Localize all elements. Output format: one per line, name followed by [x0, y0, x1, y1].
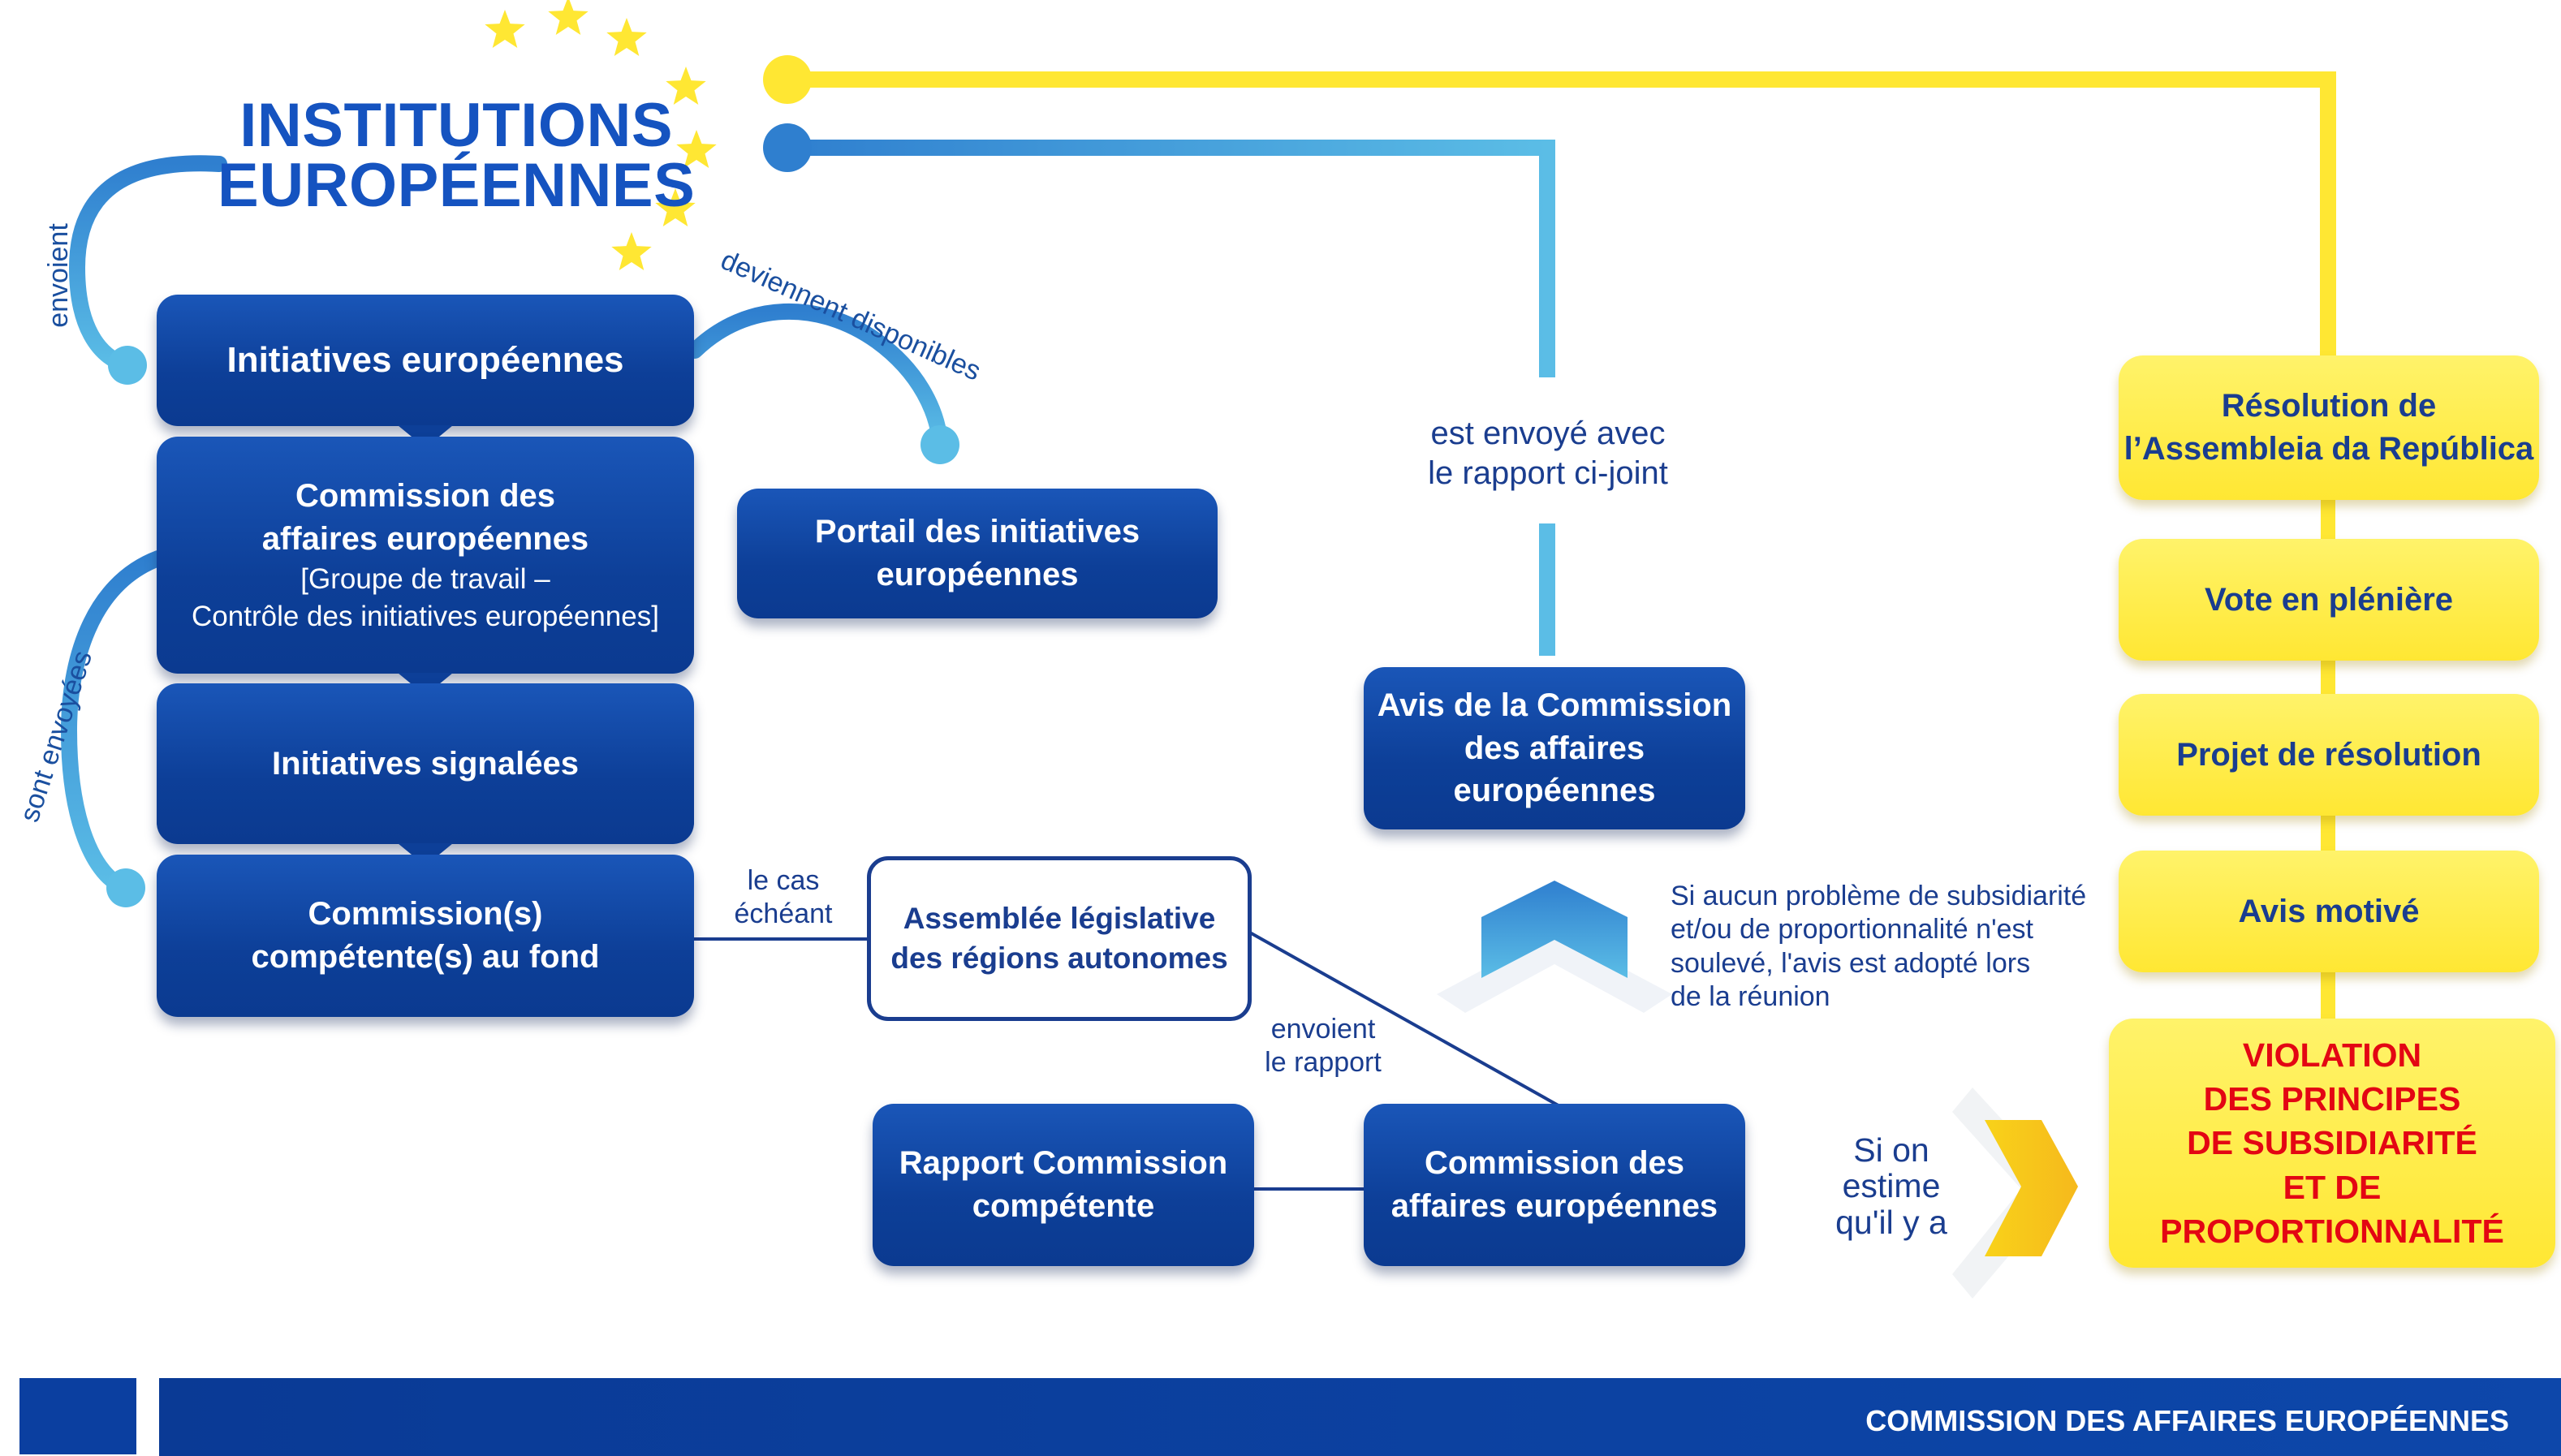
eu-star-icon	[548, 0, 589, 35]
commission-line1: Commission des	[1424, 1145, 1685, 1182]
le-cas-echeant-label: le cas échéant	[714, 864, 852, 932]
envoient-arc-dot	[108, 346, 147, 385]
si-aucun-line3: soulevé, l'avis est adopté lors	[1671, 947, 2031, 979]
portail-initiatives-box: Portail des initiatives européennes	[737, 489, 1218, 618]
sont-envoyees-arc	[60, 550, 166, 896]
assemblee-line2: des régions autonomes	[890, 941, 1228, 975]
portail-line1: Portail des initiatives	[814, 514, 1140, 550]
violation-line2: DES PRINCIPES	[2203, 1080, 2461, 1118]
commission-groupe-line1: Commission des	[295, 478, 556, 515]
eu-flag-icon	[19, 1378, 136, 1454]
commissions-competentes-box: Commission(s) compétente(s) au fond	[157, 855, 694, 1017]
resolution-line1: Résolution de	[2221, 388, 2437, 424]
up-chevron-icon	[1437, 881, 1672, 1013]
avis-commission-box: Avis de la Commission des affaires europ…	[1364, 667, 1745, 829]
portail-line2: européennes	[876, 557, 1079, 592]
commission-groupe-line4: Contrôle des initiatives européennes]	[192, 600, 659, 632]
assemblee-line1: Assemblée législative	[903, 901, 1216, 935]
rapport-commission-box: Rapport Commission compétente	[873, 1104, 1254, 1266]
initiatives-label: Initiatives européennes	[226, 339, 624, 380]
commission-groupe-box: Commission des affaires européennes [Gro…	[157, 437, 694, 674]
page-title: INSTITUTIONS EUROPÉENNES	[218, 91, 696, 221]
envoient-label: envoient	[42, 223, 74, 328]
envoient-rapport-label: envoient le rapport	[1246, 1013, 1400, 1080]
si-aucun-line1: Si aucun problème de subsidiarité	[1671, 881, 2087, 911]
thin-connectors	[694, 930, 1563, 1191]
eu-star-icon	[676, 130, 717, 168]
footer-bar: COMMISSION DES AFFAIRES EUROPÉENNES	[159, 1378, 2561, 1456]
rapport-line1: Rapport Commission	[899, 1145, 1228, 1182]
violation-line3: DE SUBSIDIARITÉ	[2187, 1124, 2477, 1162]
commission-line2: affaires européennes	[1390, 1188, 1718, 1224]
avis-motive-label: Avis motivé	[2238, 893, 2420, 929]
avis-commission-line1: Avis de la Commission	[1377, 687, 1732, 723]
violation-line1: VIOLATION	[2242, 1036, 2422, 1075]
eu-star-icon	[611, 232, 652, 270]
vote-label: Vote en plénière	[2204, 581, 2453, 618]
eu-star-icon	[485, 10, 525, 48]
projet-label: Projet de résolution	[2176, 736, 2481, 773]
est-envoye-label: est envoyé avec le rapport ci-joint	[1390, 414, 1706, 493]
est-envoye-line2: le rapport ci-joint	[1428, 454, 1668, 491]
si-on-label: Si on estime qu'il y a	[1818, 1132, 1964, 1240]
envoient-rapport-line2: le rapport	[1265, 1047, 1382, 1079]
est-envoye-line1: est envoyé avec	[1430, 416, 1666, 451]
competentes-line2: compétente(s) au fond	[251, 939, 600, 975]
eu-stars-icon	[485, 0, 717, 270]
resolution-box: Résolution de l’Assembleia da República	[2119, 355, 2539, 500]
title-line2: EUROPÉENNES	[218, 151, 696, 221]
blue-connector	[763, 123, 1555, 656]
footer-text: COMMISSION DES AFFAIRES EUROPÉENNES	[1865, 1404, 2509, 1437]
envoient-rapport-line1: envoient	[1270, 1014, 1376, 1045]
avis-motive-box: Avis motivé	[2119, 851, 2539, 972]
eu-star-icon	[606, 18, 647, 56]
deviennent-arc	[687, 303, 948, 450]
resolution-line2: l’Assembleia da República	[2123, 431, 2534, 467]
vote-pleniere-box: Vote en plénière	[2119, 539, 2539, 661]
initiatives-europeennes-box: Initiatives européennes	[157, 295, 694, 426]
envoient-arc	[68, 155, 227, 373]
rapport-line2: compétente	[972, 1188, 1155, 1224]
violation-line4: ET DE PROPORTIONNALITÉ	[2160, 1168, 2504, 1250]
si-on-line1: Si on	[1853, 1131, 1929, 1169]
le-cas-line1: le cas	[747, 865, 820, 896]
signalees-label: Initiatives signalées	[272, 745, 579, 782]
eu-star-icon	[655, 188, 696, 226]
violation-box: VIOLATION DES PRINCIPES DE SUBSIDIARITÉ …	[2109, 1019, 2555, 1268]
le-cas-line2: échéant	[734, 898, 833, 930]
projet-resolution-box: Projet de résolution	[2119, 694, 2539, 816]
commission-affaires-box: Commission des affaires européennes	[1364, 1104, 1745, 1266]
commission-groupe-line2: affaires européennes	[261, 520, 589, 557]
yellow-connector	[763, 55, 2336, 1023]
assemblee-legislative-box: Assemblée législative des régions autono…	[867, 856, 1252, 1021]
si-aucun-line2: et/ou de proportionnalité n'est	[1671, 914, 2033, 946]
si-on-line2: estime	[1842, 1167, 1941, 1205]
deviennent-arc-dot	[920, 425, 959, 464]
title-line1: INSTITUTIONS	[239, 91, 674, 160]
si-aucun-label: Si aucun problème de subsidiarité et/ou …	[1671, 880, 2093, 1014]
avis-commission-line2: des affaires européennes	[1453, 730, 1656, 809]
commission-groupe-line3: [Groupe de travail –	[300, 562, 550, 595]
initiatives-signalees-box: Initiatives signalées	[157, 683, 694, 844]
si-aucun-line4: de la réunion	[1671, 981, 1830, 1013]
competentes-line1: Commission(s)	[308, 896, 543, 933]
right-chevron-icon	[1952, 1088, 2078, 1299]
eu-star-icon	[666, 67, 706, 105]
sont-envoyees-arc-dot	[106, 868, 145, 907]
si-on-line3: qu'il y a	[1835, 1203, 1947, 1241]
